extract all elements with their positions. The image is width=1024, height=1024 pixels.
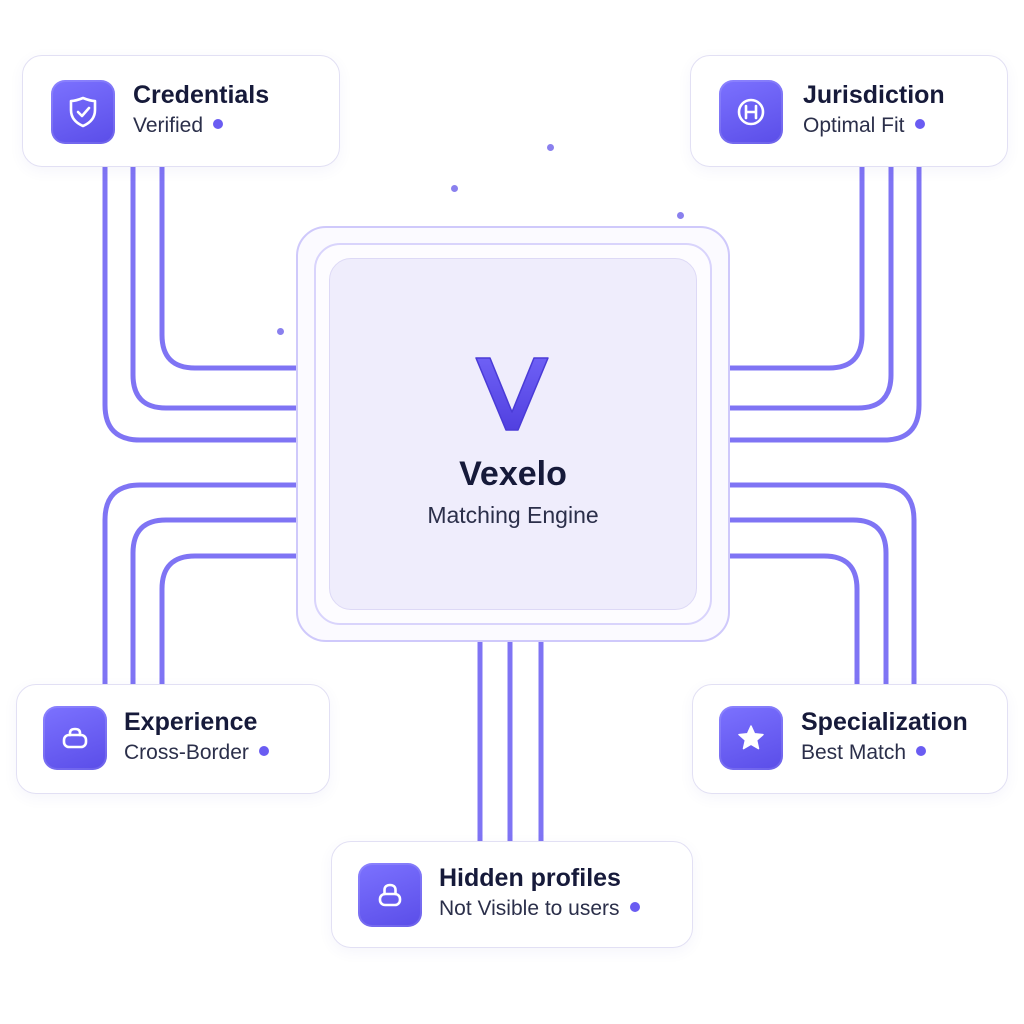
star-icon (738, 725, 764, 750)
engine-chip (329, 258, 697, 610)
jurisdiction-status-row: Optimal Fit (803, 114, 925, 138)
wire-experience-3 (159, 553, 299, 689)
specialization-title: Specialization (801, 708, 968, 736)
wire-specialization-3 (727, 553, 860, 689)
briefcase-icon (62, 727, 88, 749)
wire-experience-2 (130, 517, 299, 689)
jurisdiction-icon (737, 98, 765, 126)
hidden-profiles-status-row: Not Visible to users (439, 897, 640, 921)
specialization-card[interactable]: Specialization Best Match (692, 684, 1008, 794)
hidden-profiles-card[interactable]: Hidden profiles Not Visible to users (331, 841, 693, 948)
jurisdiction-card[interactable]: Jurisdiction Optimal Fit (690, 55, 1008, 167)
wire-credentials-3 (102, 163, 299, 443)
wire-jurisdiction-3 (727, 163, 922, 443)
status-dot-icon (258, 746, 269, 757)
specialization-status: Best Match (801, 741, 907, 764)
particle-dot (677, 212, 684, 219)
credentials-card[interactable]: Credentials Verified (22, 55, 340, 167)
credentials-status-row: Verified (133, 114, 224, 138)
jurisdiction-title: Jurisdiction (803, 81, 945, 109)
specialization-status-row: Best Match (801, 741, 927, 765)
engine-name: Vexelo (459, 455, 567, 493)
status-dot-icon (914, 119, 925, 130)
engine-subtitle: Matching Engine (427, 502, 599, 528)
jurisdiction-status: Optimal Fit (803, 114, 905, 137)
credentials-status: Verified (133, 114, 204, 137)
wire-specialization-2 (727, 517, 889, 689)
specialization-icon-tile (719, 706, 783, 770)
experience-icon-tile (43, 706, 107, 770)
experience-card[interactable]: Experience Cross-Border (16, 684, 330, 794)
experience-status: Cross-Border (124, 741, 249, 764)
status-dot-icon (916, 746, 927, 757)
lock-icon (378, 883, 402, 907)
hidden-profiles-status: Not Visible to users (439, 897, 620, 920)
experience-title: Experience (124, 708, 258, 736)
wire-jurisdiction-2 (727, 163, 894, 411)
jurisdiction-icon-tile (719, 80, 783, 144)
particle-dot (277, 328, 284, 335)
credentials-icon-tile (51, 80, 115, 144)
vexelo-logo-icon (475, 357, 549, 431)
wire-credentials-2 (130, 163, 299, 411)
status-dot-icon (213, 119, 224, 130)
shield-check-icon (69, 96, 97, 128)
hidden-profiles-title: Hidden profiles (439, 864, 621, 892)
wire-credentials-1 (159, 163, 299, 371)
experience-status-row: Cross-Border (124, 741, 269, 765)
wire-experience-1 (102, 482, 299, 689)
particle-dot (547, 144, 554, 151)
status-dot-icon (629, 902, 640, 913)
particle-dot (451, 185, 458, 192)
credentials-title: Credentials (133, 81, 270, 109)
hidden-profiles-icon-tile (358, 863, 422, 927)
wire-specialization-1 (727, 482, 917, 689)
wire-jurisdiction-1 (727, 163, 865, 371)
